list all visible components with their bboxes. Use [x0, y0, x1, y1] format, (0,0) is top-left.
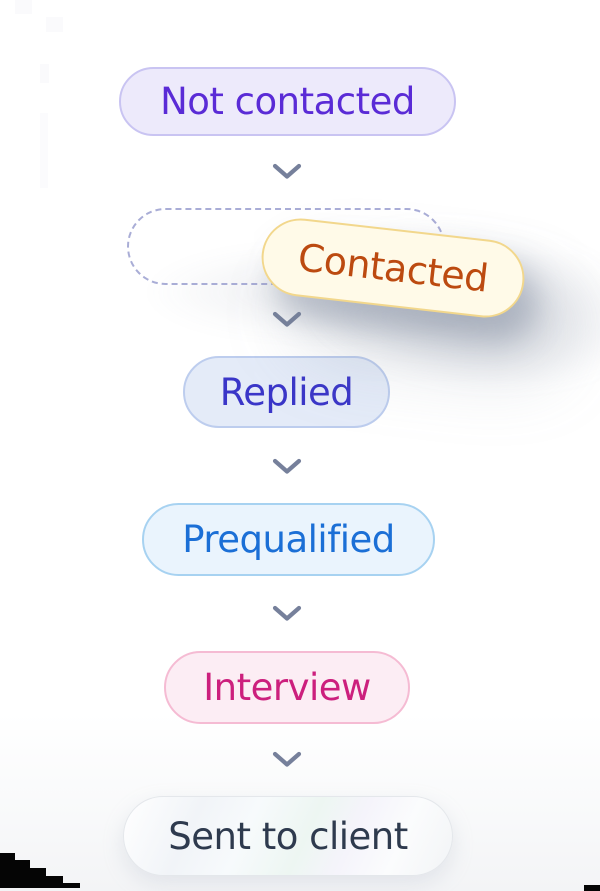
- screen-artifact: [46, 17, 63, 32]
- screen-artifact-steps: [0, 860, 30, 868]
- chevron-down-icon: [272, 751, 302, 767]
- screen-artifact-chip: [584, 885, 600, 891]
- stage-label: Prequalified: [182, 518, 395, 561]
- screen-artifact: [15, 0, 32, 14]
- screen-artifact: [40, 113, 48, 188]
- chevron-down-icon: [272, 605, 302, 621]
- screen-artifact-steps: [0, 868, 46, 876]
- stage-pill-replied[interactable]: Replied: [183, 356, 390, 428]
- stage-pill-sent-to-client[interactable]: Sent to client: [123, 796, 453, 876]
- screen-artifact-steps: [0, 876, 63, 883]
- chevron-down-icon: [272, 458, 302, 474]
- stage-pill-interview[interactable]: Interview: [164, 651, 410, 724]
- stage-pill-not-contacted[interactable]: Not contacted: [119, 67, 456, 136]
- stage-label: Replied: [219, 370, 354, 414]
- stage-label: Not contacted: [160, 80, 415, 123]
- screen-artifact: [40, 64, 49, 83]
- stage-label: Contacted: [295, 235, 491, 301]
- chevron-down-icon: [272, 163, 302, 179]
- chevron-down-icon: [272, 311, 302, 327]
- stage-label: Interview: [203, 666, 371, 709]
- screen-artifact-steps: [0, 883, 80, 888]
- screen-artifact-steps: [0, 853, 15, 860]
- stage-pill-contacted-dragging[interactable]: Contacted: [257, 214, 529, 322]
- stage-label: Sent to client: [168, 814, 408, 858]
- stage-pill-prequalified[interactable]: Prequalified: [142, 503, 435, 576]
